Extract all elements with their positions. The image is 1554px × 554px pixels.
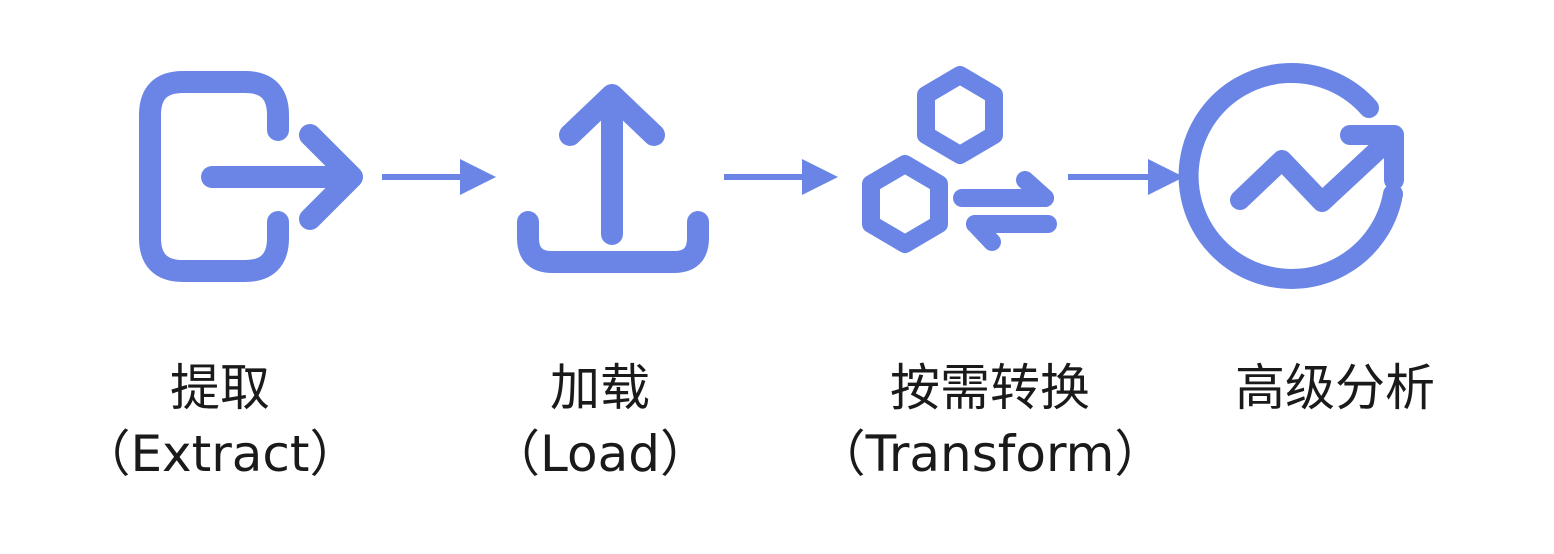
stage-title: 高级分析 xyxy=(1235,359,1435,417)
stage-subtitle: （Load） xyxy=(490,425,710,483)
stage-title: 提取 xyxy=(170,359,270,417)
trend-circle-icon xyxy=(1178,63,1404,289)
stage-label-extract: 提取 （Extract） xyxy=(60,355,380,487)
hexagon-swap-icon xyxy=(862,66,1057,253)
stage-label-transform: 按需转换 （Transform） xyxy=(780,355,1200,487)
stage-title: 按需转换 xyxy=(890,359,1090,417)
exit-arrow-icon xyxy=(139,71,363,282)
stage-label-load: 加载 （Load） xyxy=(420,355,780,487)
stage-title: 加载 xyxy=(550,359,650,417)
upload-icon xyxy=(517,84,709,273)
stage-label-analysis: 高级分析 xyxy=(1175,355,1495,421)
stage-subtitle: （Transform） xyxy=(815,425,1165,483)
stage-subtitle: （Extract） xyxy=(80,425,360,483)
